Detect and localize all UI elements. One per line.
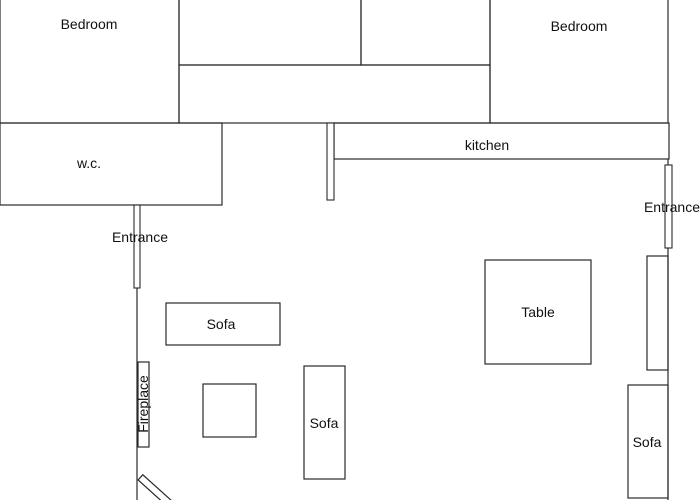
top-room-center-right <box>360 0 491 66</box>
sofa-middle-label: Sofa <box>310 415 339 431</box>
wc-label: w.c. <box>76 155 101 171</box>
sofa-top <box>165 302 281 346</box>
kitchen-label: kitchen <box>465 137 509 153</box>
diagonal-door <box>137 473 189 500</box>
side-cabinet-right <box>646 255 669 371</box>
table-label: Table <box>521 304 555 320</box>
right-entrance-door <box>664 164 673 249</box>
sofa-right <box>627 384 669 499</box>
sofa-middle <box>303 365 346 480</box>
bedroom-left-label: Bedroom <box>61 16 118 32</box>
coffee-table-square <box>202 383 257 438</box>
sofa-top-label: Sofa <box>207 316 236 332</box>
fireplace <box>137 361 150 448</box>
sofa-right-label: Sofa <box>633 434 662 450</box>
left-entrance-door <box>133 204 141 289</box>
fireplace-label: Fireplace <box>135 375 151 433</box>
entrance-left-label: Entrance <box>112 229 168 245</box>
bedroom-right-label: Bedroom <box>551 18 608 34</box>
kitchen-door <box>326 122 335 201</box>
entrance-right-label: Entrance <box>644 199 700 215</box>
wc-room <box>0 122 223 206</box>
dining-table <box>484 259 592 365</box>
top-room-center-left <box>178 0 362 66</box>
hallway-top <box>178 64 491 124</box>
